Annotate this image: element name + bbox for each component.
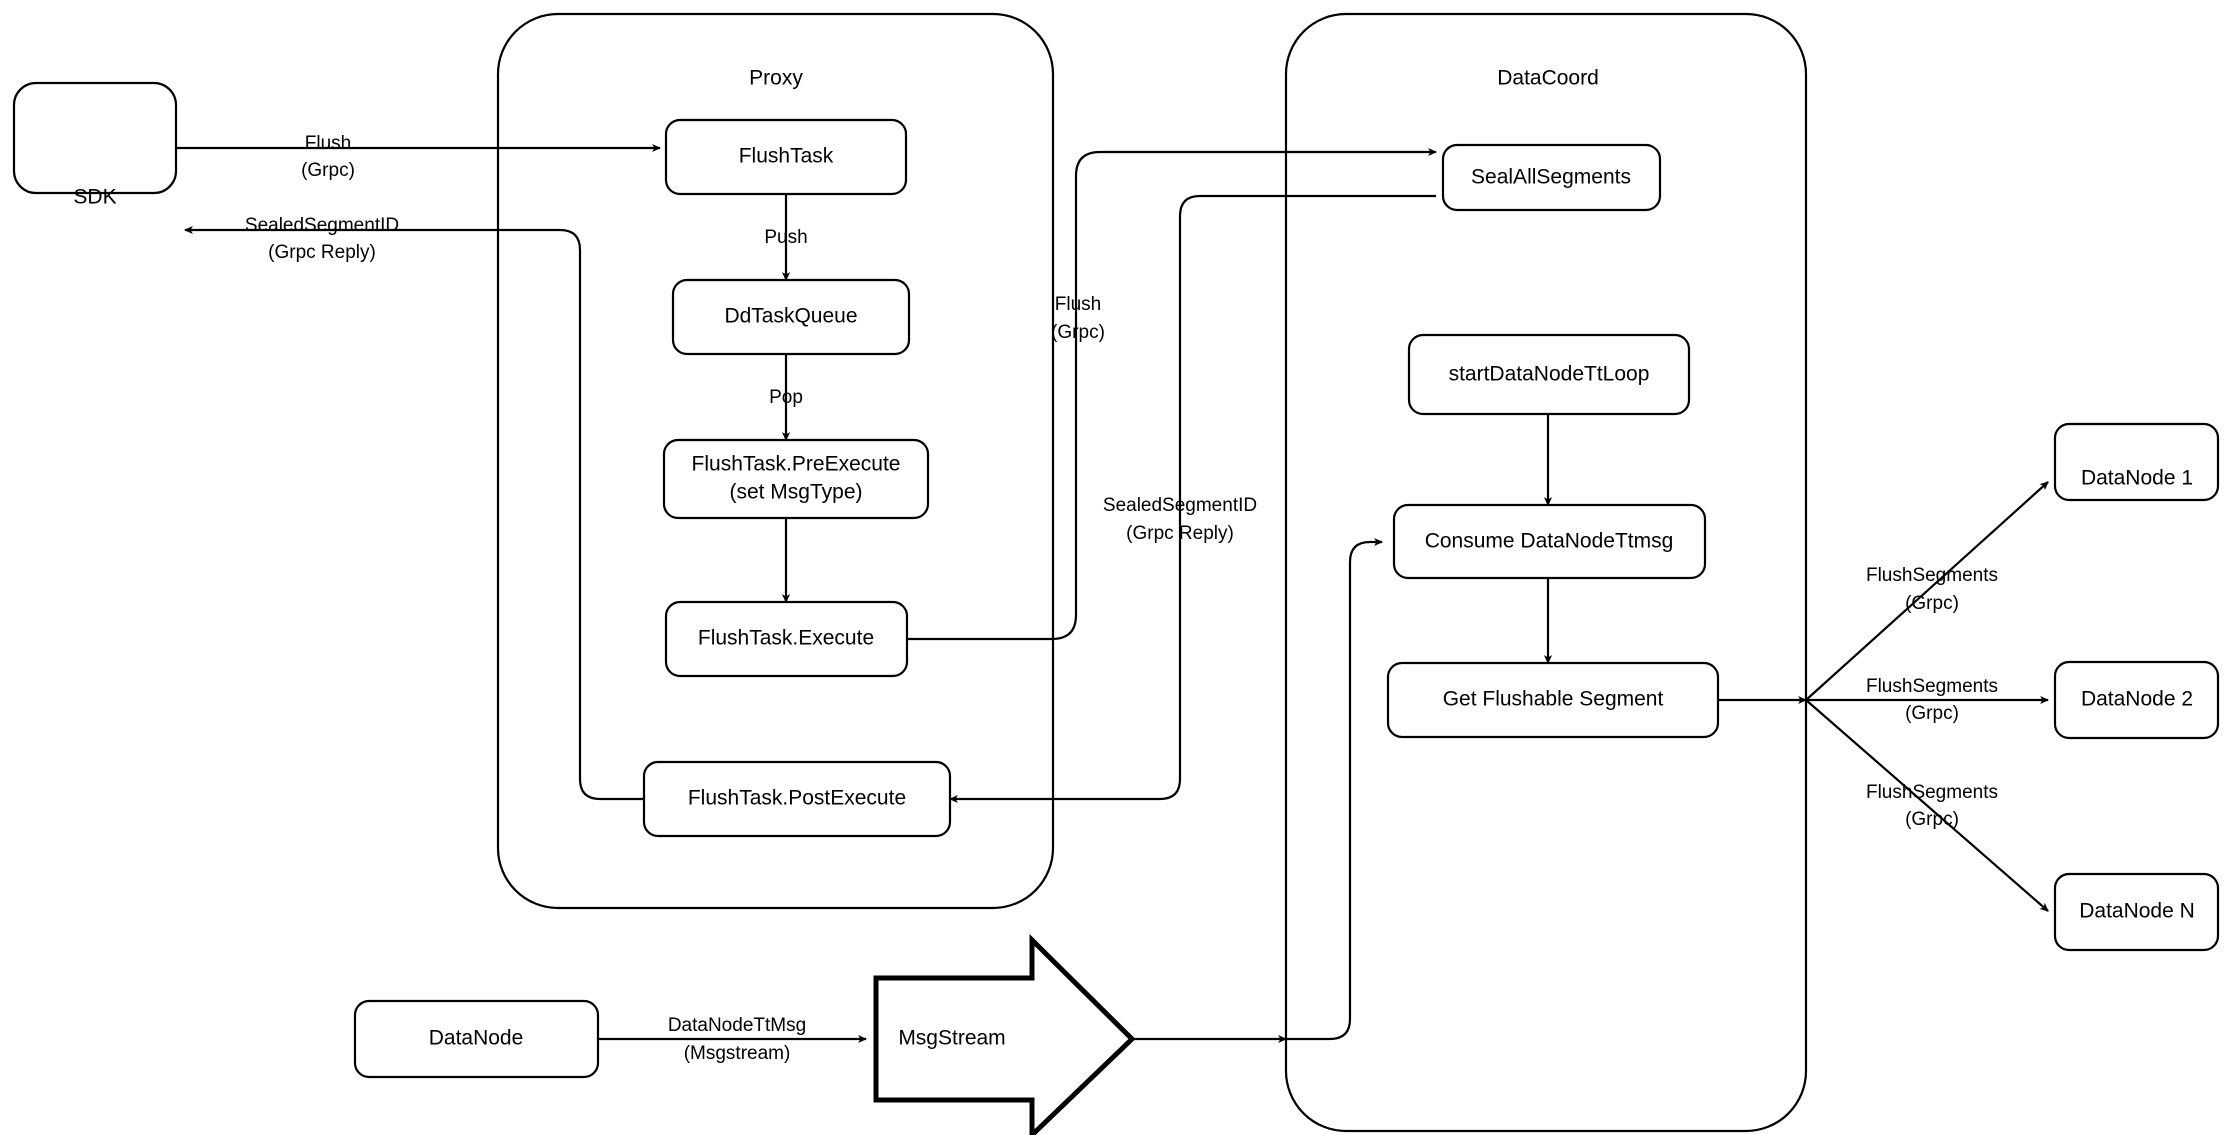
edge-label-datanodettmsg-line2: (Msgstream): [684, 1043, 791, 1064]
node-flushtask-preexecute[interactable]: [662, 438, 930, 520]
node-flushtask-execute-label: FlushTask.Execute: [698, 627, 874, 650]
node-startdatanodettloop[interactable]: [1407, 333, 1691, 416]
node-datanode-1-label: DataNode 1: [2081, 467, 2193, 490]
edge-label-flushsegments-n-line2: (Grpc): [1905, 809, 1959, 830]
node-sealallsegments[interactable]: [1441, 143, 1662, 212]
node-consume-datanodettmsg-label: Consume DataNodeTtmsg: [1425, 530, 1674, 553]
edge-label-sealedsegmentid-reply-line2: (Grpc Reply): [268, 242, 376, 263]
node-datanode-n[interactable]: [2053, 872, 2220, 952]
node-sdk-label: SDK: [73, 186, 116, 209]
edge-postexecute-to-sdk: [183, 225, 644, 801]
edge-label-pop: Pop: [769, 387, 803, 408]
node-datanode-source-label: DataNode: [429, 1027, 524, 1050]
edge-label-flush-grpc-line2: (Grpc): [301, 160, 355, 181]
node-startdatanodettloop-label: startDataNodeTtLoop: [1449, 363, 1650, 386]
edge-label-flush-grpc-coord-line1: Flush: [1055, 294, 1101, 315]
group-proxy-label: Proxy: [749, 67, 803, 90]
edge-label-flush-grpc-coord-line2: (Grpc): [1051, 322, 1105, 343]
node-consume-datanodettmsg[interactable]: [1392, 503, 1707, 580]
node-datanode-2-label: DataNode 2: [2081, 688, 2193, 711]
edge-label-flushsegments-1-line2: (Grpc): [1905, 593, 1959, 614]
node-get-flushable-segment-label: Get Flushable Segment: [1443, 688, 1664, 711]
node-flushtask-preexecute-label-line2: (set MsgType): [729, 481, 862, 504]
edge-label-flushsegments-n-line1: FlushSegments: [1866, 782, 1998, 803]
node-sealallsegments-label: SealAllSegments: [1471, 166, 1631, 189]
edge-hub-to-datanode1: [1805, 481, 2049, 701]
edge-label-sealedsegmentid-coord-line1: SealedSegmentID: [1103, 495, 1257, 516]
node-msgstream-arrow-shape[interactable]: [873, 934, 1136, 1135]
edge-sealallsegments-to-postexecute: [948, 194, 1436, 804]
edge-label-flushsegments-2-line1: FlushSegments: [1866, 676, 1998, 697]
node-flushtask-postexecute-label: FlushTask.PostExecute: [688, 787, 906, 810]
edge-label-flushsegments-1-line1: FlushSegments: [1866, 565, 1998, 586]
edge-label-flush-grpc-line1: Flush: [305, 133, 351, 154]
node-datanode-1[interactable]: [2053, 422, 2220, 502]
node-flushtask-postexecute[interactable]: [642, 760, 952, 838]
edge-hub-to-datanoden: [1805, 699, 2049, 912]
edge-label-flushsegments-2-line2: (Grpc): [1905, 703, 1959, 724]
edge-label-sealedsegmentid-reply-line1: SealedSegmentID: [245, 215, 399, 236]
edge-label-push: Push: [764, 227, 807, 248]
node-datanode-n-label: DataNode N: [2079, 900, 2195, 923]
group-datacoord-label: DataCoord: [1497, 67, 1599, 90]
node-datanode-source[interactable]: [353, 999, 600, 1079]
node-msgstream-label: MsgStream: [898, 1027, 1005, 1050]
edge-label-sealedsegmentid-coord-line2: (Grpc Reply): [1126, 523, 1234, 544]
node-sdk[interactable]: [12, 81, 178, 195]
edge-datacoord-entry-to-consume: [1286, 537, 1384, 1041]
node-flushtask-label: FlushTask: [739, 145, 834, 168]
edge-execute-to-sealallsegments: [907, 147, 1438, 641]
node-flushtask-execute[interactable]: [664, 600, 909, 678]
edge-label-datanodettmsg-line1: DataNodeTtMsg: [668, 1015, 806, 1036]
node-ddtaskqueue-label: DdTaskQueue: [724, 305, 857, 328]
node-ddtaskqueue[interactable]: [671, 278, 911, 356]
node-flushtask-preexecute-label-line1: FlushTask.PreExecute: [692, 453, 901, 476]
node-get-flushable-segment[interactable]: [1386, 661, 1720, 739]
node-datanode-2[interactable]: [2053, 660, 2220, 740]
node-flushtask[interactable]: [664, 118, 908, 196]
